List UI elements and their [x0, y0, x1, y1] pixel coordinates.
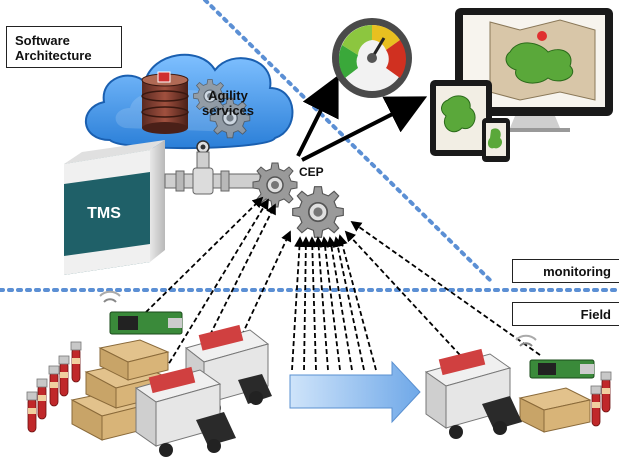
cloud-icon	[85, 53, 294, 150]
server-box-icon	[64, 140, 165, 275]
diagonal-separator	[203, 0, 492, 282]
pipe-icon	[164, 151, 261, 195]
arrow-to-gauge	[296, 74, 339, 157]
monitoring-label: monitoring	[512, 259, 619, 283]
sensor-board-icon	[99, 290, 183, 335]
arrow-to-devices	[301, 96, 428, 162]
field-label: Field	[512, 302, 619, 326]
monitor-icon	[455, 8, 613, 132]
tablet-icon	[430, 80, 492, 156]
tms-label: TMS	[87, 205, 121, 222]
truck-icon	[134, 324, 522, 457]
cep-label: CEP	[299, 165, 324, 179]
gauge-icon	[332, 18, 412, 98]
field-to-cep-arrows	[139, 196, 541, 371]
database-icon	[141, 71, 189, 134]
sensor-board-icon-right	[515, 334, 595, 379]
phone-icon	[482, 118, 510, 162]
arrow-right-icon	[289, 360, 421, 424]
cloud-label: Agility services	[201, 88, 255, 118]
diagram-title: Software Architecture	[6, 26, 122, 68]
box-icon-right	[518, 387, 592, 433]
